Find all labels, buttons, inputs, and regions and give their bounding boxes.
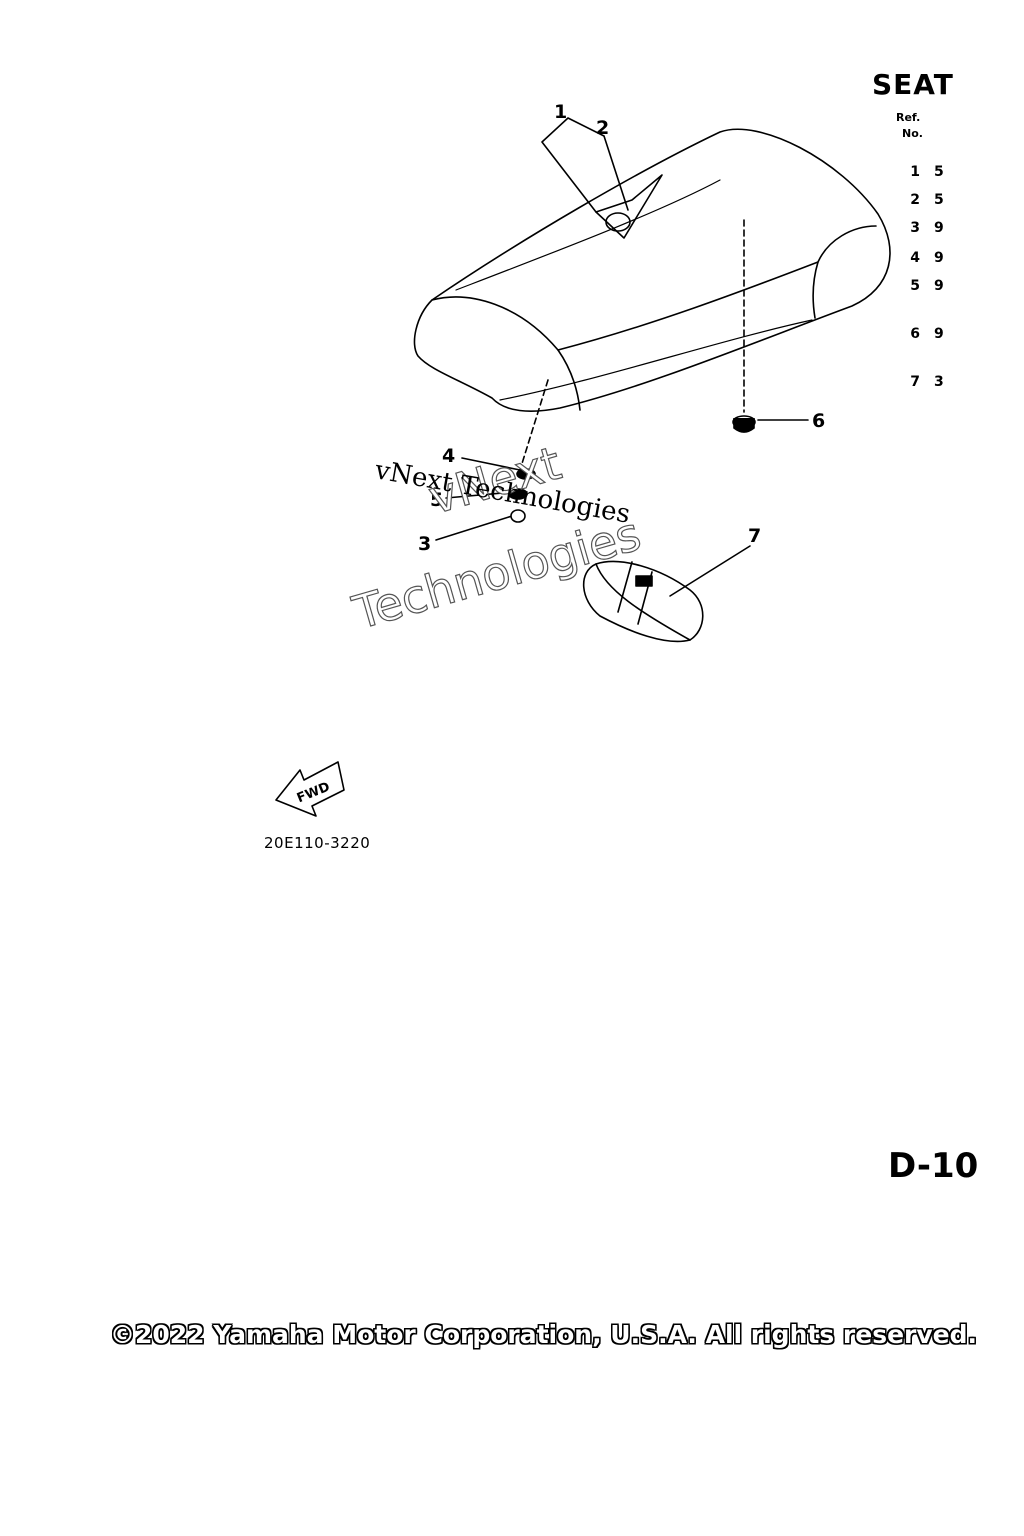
ref-number: 1: [910, 164, 920, 180]
ref-column-header: Ref. No.: [896, 110, 923, 142]
section-title: SEAT: [872, 68, 954, 101]
ref-label: Ref.: [896, 111, 921, 124]
callout-5: 5: [430, 489, 443, 511]
leader-center: [519, 379, 549, 471]
seat-top-seam: [455, 179, 721, 291]
ref-number: 7: [910, 374, 920, 390]
ref-number: 2: [910, 192, 920, 208]
tool-pouch: [582, 560, 704, 643]
part-number-fragment: 9: [934, 278, 944, 294]
part-number-fragment: 9: [934, 250, 944, 266]
callout-3: 3: [418, 533, 431, 555]
part-number-fragment: 3: [934, 374, 944, 390]
seat-side-seam: [499, 319, 813, 401]
leader-7: [669, 545, 751, 597]
callout-6: 6: [812, 410, 825, 432]
diagram-code: 20E110-3220: [264, 834, 371, 852]
decal-label: [595, 174, 663, 239]
part-number-fragment: 5: [934, 192, 944, 208]
ref-number: 3: [910, 220, 920, 236]
fwd-arrow: [275, 761, 345, 817]
nut-6-body: [733, 418, 755, 433]
leader-1-2: [541, 117, 629, 213]
part-number-fragment: 9: [934, 326, 944, 342]
bolt-3: [510, 509, 526, 523]
seat-rear-panel: [812, 225, 877, 319]
callout-2: 2: [596, 117, 609, 139]
leader-5: [445, 491, 515, 499]
callout-7: 7: [748, 525, 761, 547]
seat-cushion-outline: [413, 128, 891, 412]
washer-5: [508, 488, 528, 500]
copyright-notice: ©2022 Yamaha Motor Corporation, U.S.A. A…: [110, 1320, 978, 1349]
callout-1: 1: [554, 101, 567, 123]
washer-4: [516, 468, 536, 480]
page-code: D-10: [888, 1146, 979, 1186]
part-number-fragment: 5: [934, 164, 944, 180]
ref-number: 4: [910, 250, 920, 266]
callout-4: 4: [442, 445, 455, 467]
ref-number: 6: [910, 326, 920, 342]
decal-emblem: [605, 212, 631, 232]
ref-number: 5: [910, 278, 920, 294]
seat-center-seam: [557, 261, 819, 351]
no-label: No.: [902, 127, 923, 140]
part-number-fragment: 9: [934, 220, 944, 236]
leader-4: [461, 457, 521, 471]
leader-3: [435, 515, 513, 541]
seat-front-panel: [431, 296, 581, 411]
